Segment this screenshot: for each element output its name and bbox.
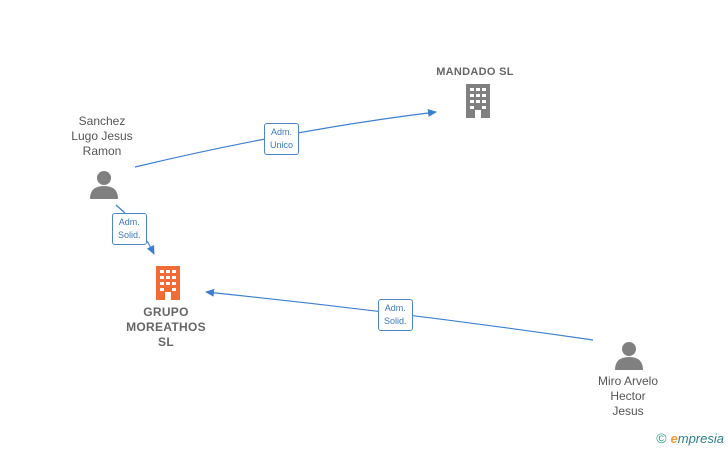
miro-label-line: Jesus (612, 404, 644, 418)
edge-label-line: Adm. (384, 303, 406, 313)
person-icon[interactable] (613, 340, 645, 370)
brand-name: mpresia (677, 431, 724, 446)
brand-first-letter: e (670, 431, 678, 446)
sanchez-label-line: Ramon (82, 144, 122, 158)
miro-label-line: Hector (610, 389, 646, 403)
grupo-label-line: MOREATHOS (126, 320, 206, 334)
miro-label: Miro Arvelo Hector Jesus (576, 374, 680, 419)
mandado-label: MANDADO SL (436, 66, 514, 78)
edge-label-adm-unico[interactable]: Adm. Unico (264, 123, 300, 155)
sanchez-label: Sanchez Lugo Jesus Ramon (50, 114, 154, 159)
miro-label-line: Miro Arvelo (597, 374, 659, 388)
building-icon[interactable] (152, 266, 184, 300)
edge-label-adm-solid[interactable]: Adm. Solid. (378, 299, 413, 331)
person-icon[interactable] (88, 169, 120, 199)
copyright-icon: © (656, 430, 667, 446)
edge-label-line: Adm. (118, 217, 140, 227)
edge-label-line: Solid. (384, 316, 407, 326)
building-icon[interactable] (462, 84, 494, 118)
edge-label-adm-solid[interactable]: Adm. Solid. (112, 213, 147, 245)
grupo-label: GRUPO MOREATHOS SL (110, 305, 222, 350)
brand-watermark: ©empresia (656, 430, 724, 446)
grupo-label-line: GRUPO (143, 305, 189, 319)
grupo-label-line: SL (158, 335, 174, 349)
sanchez-label-line: Sanchez (78, 114, 126, 128)
edge-label-line: Solid. (118, 230, 141, 240)
sanchez-label-line: Lugo Jesus (71, 129, 133, 143)
edge-label-line: Unico (270, 140, 294, 150)
edge-label-line: Adm. (271, 127, 293, 137)
